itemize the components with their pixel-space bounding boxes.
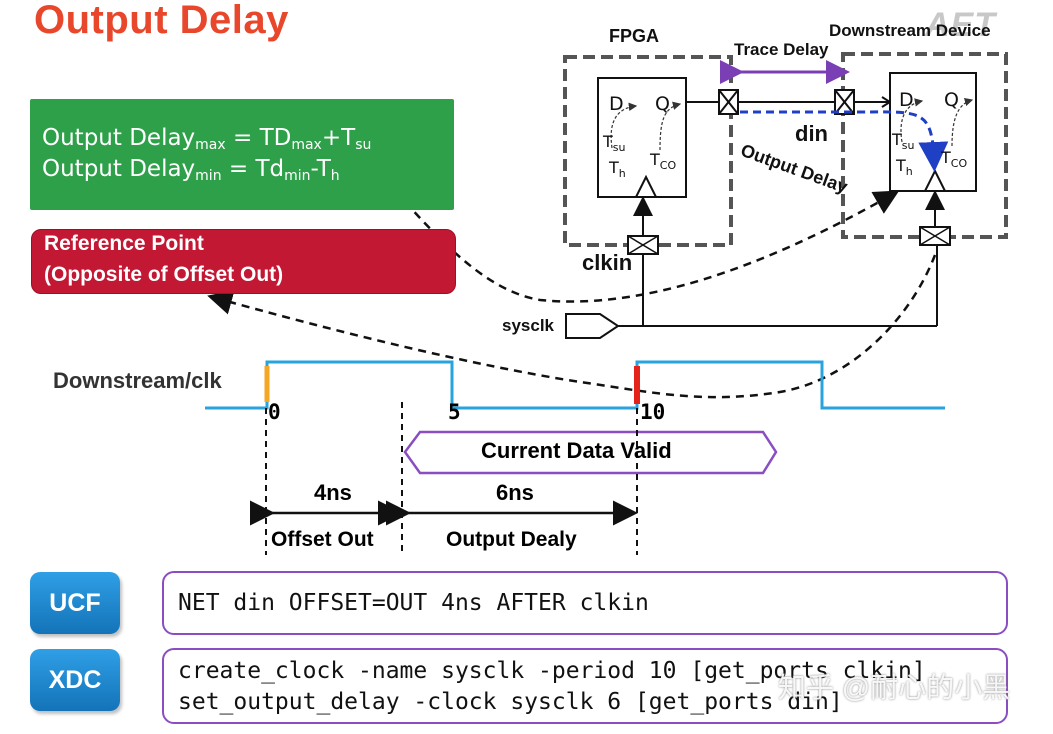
downstream-clk-label: Downstream/clk xyxy=(53,368,222,393)
downstream-input-pad xyxy=(834,89,855,115)
ucf-code-line: NET din OFFSET=OUT 4ns AFTER clkin xyxy=(178,590,649,616)
fpga-th-t: T xyxy=(609,158,619,177)
formula-min-th: -T xyxy=(310,156,331,182)
formula-max-td: = TD xyxy=(225,125,292,151)
fpga-tsu-sub: su xyxy=(612,141,626,155)
downstream-th-t: T xyxy=(896,156,906,175)
formula-max-sub: max xyxy=(195,137,226,153)
ucf-code-box: NET din OFFSET=OUT 4ns AFTER clkin xyxy=(162,571,1008,635)
trace-delay-label: Trace Delay xyxy=(734,40,829,59)
formula-max: Output Delaymax = TDmax+Tsu xyxy=(42,125,371,153)
fpga-d-pin: D xyxy=(609,93,624,115)
downstream-tsu-t: T xyxy=(892,130,902,149)
fpga-tsu: Tsu xyxy=(603,132,625,154)
downstream-tco-sub: CO xyxy=(950,157,968,171)
formula-max-td-sub: max xyxy=(291,137,322,153)
output-delay-value: 6ns xyxy=(496,480,534,505)
formula-box xyxy=(30,99,454,210)
sysclk-label: sysclk xyxy=(502,316,554,335)
fpga-tco-t: T xyxy=(650,150,660,169)
fpga-output-pad xyxy=(718,89,739,115)
time-5: 5 xyxy=(448,400,461,424)
time-0: 0 xyxy=(268,400,281,424)
downstream-tco-t: T xyxy=(941,148,951,167)
fpga-th-sub: h xyxy=(618,167,626,181)
offset-out-label: Offset Out xyxy=(271,528,374,551)
fpga-tco-sub: CO xyxy=(659,159,677,173)
watermark: 知乎 @耐心的小黑 xyxy=(778,672,1011,703)
ucf-button[interactable]: UCF xyxy=(30,572,120,634)
logo: AET xyxy=(925,6,996,44)
formula-to-downstream-curve xyxy=(367,159,900,303)
output-dealy-label: Output Dealy xyxy=(446,528,577,551)
downstream-box xyxy=(841,52,1008,239)
downstream-clock-waveform xyxy=(205,360,945,410)
xdc-button[interactable]: XDC xyxy=(30,649,120,711)
clkin-buffer xyxy=(627,235,659,255)
formula-min: Output Delaymin = Tdmin-Th xyxy=(42,156,340,184)
formula-max-tsu-sub: su xyxy=(355,137,372,153)
fpga-label: FPGA xyxy=(609,26,660,46)
fpga-tsu-t: T xyxy=(603,132,613,151)
din-label: din xyxy=(795,121,828,146)
reference-box xyxy=(31,229,456,294)
formula-min-td-sub: min xyxy=(284,168,311,184)
sysclk-port xyxy=(565,313,620,339)
formula-min-sub: min xyxy=(195,168,222,184)
fpga-tco: TCO xyxy=(650,150,676,172)
xdc-code-line2: set_output_delay -clock sysclk 6 [get_po… xyxy=(178,689,843,715)
downstream-q-pin: Q xyxy=(944,89,959,111)
downstream-tsu: Tsu xyxy=(892,130,914,152)
output-delay-path xyxy=(740,110,949,172)
fpga-th: Th xyxy=(609,158,626,180)
data-valid-shape xyxy=(403,430,778,475)
formula-min-th-sub: h xyxy=(330,168,340,184)
page-title: Output Delay xyxy=(34,0,289,42)
formula-max-tsu: +T xyxy=(321,125,356,151)
offset-out-value: 4ns xyxy=(314,480,352,505)
xdc-code-line1: create_clock -name sysclk -period 10 [ge… xyxy=(178,658,926,684)
time-10: 10 xyxy=(640,400,666,424)
downstream-tco: TCO xyxy=(941,148,967,170)
xdc-code-box: create_clock -name sysclk -period 10 [ge… xyxy=(162,648,1008,724)
reference-line1: Reference Point xyxy=(44,232,204,255)
downstream-th-sub: h xyxy=(905,165,913,179)
reference-curve xyxy=(207,254,937,399)
reference-line2: (Opposite of Offset Out) xyxy=(44,263,284,286)
formula-max-term: Output Delay xyxy=(42,125,196,151)
downstream-device-label: Downstream Device xyxy=(829,21,991,40)
downstream-d-pin: D xyxy=(899,89,914,111)
clkin-label: clkin xyxy=(582,250,633,275)
downstream-th: Th xyxy=(896,156,913,178)
downstream-clk-buffer xyxy=(919,226,951,246)
data-valid-label: Current Data Valid xyxy=(481,438,672,463)
fpga-q-pin: Q xyxy=(655,93,670,115)
formula-min-term: Output Delay xyxy=(42,156,196,182)
downstream-tsu-sub: su xyxy=(901,139,915,153)
formula-min-td: = Td xyxy=(221,156,285,182)
